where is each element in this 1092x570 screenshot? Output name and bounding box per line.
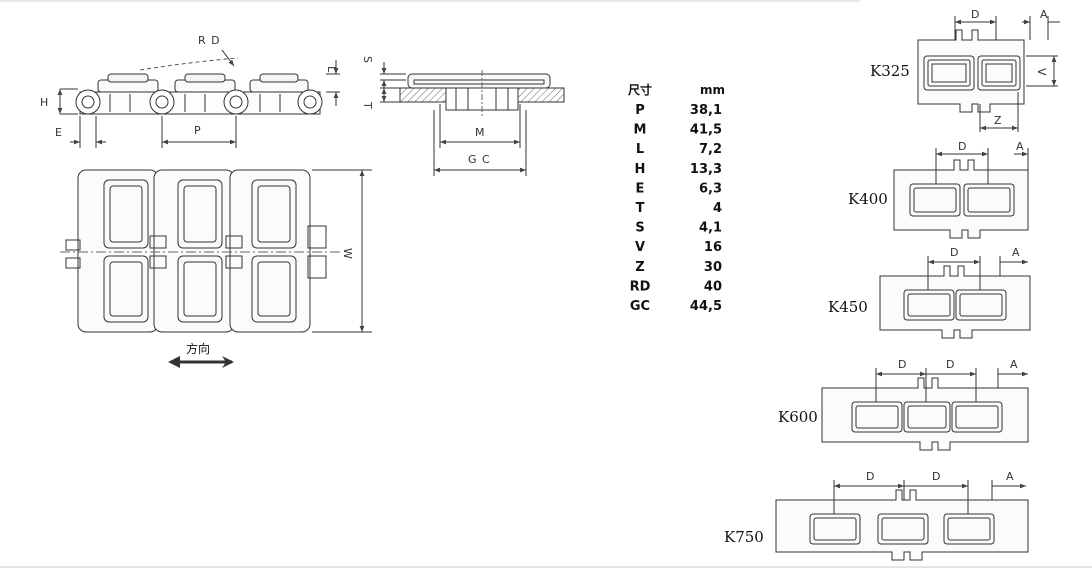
spec-param: L <box>636 142 644 157</box>
spec-param: H <box>635 162 646 177</box>
spec-value: 41,5 <box>690 123 722 138</box>
spec-param: RD <box>630 279 651 294</box>
variant-k325-drawing <box>917 16 1060 132</box>
chain-top-view <box>60 169 372 333</box>
dim-label-t: T <box>361 101 374 110</box>
spec-value: 44,5 <box>690 299 722 314</box>
dim-label-d: D <box>932 470 941 483</box>
dim-label-p: P <box>194 124 202 137</box>
dim-label-d: D <box>971 8 980 21</box>
spec-table: 尺寸 mm P 38,1M 41,5L 7,2H 13,3E 6,3T 4S 4,1V 16Z 3… <box>628 82 725 314</box>
rd-leader <box>221 49 235 67</box>
dim-label-rd: R D <box>198 34 221 47</box>
variant-k600-drawing <box>821 368 1029 451</box>
table-header-param: 尺寸 <box>628 82 652 97</box>
spec-value: 4,1 <box>699 221 722 236</box>
dim-label-w: W <box>341 248 354 260</box>
spec-param: GC <box>630 299 650 314</box>
top-border <box>0 0 860 2</box>
dim-label-d: D <box>958 140 967 153</box>
dim-label-a: A <box>1012 246 1021 259</box>
dim-label-z: Z <box>994 114 1003 127</box>
dim-label-l: L <box>325 66 338 73</box>
spec-param: Z <box>635 260 644 275</box>
dim-label-v: V <box>1035 68 1048 77</box>
variant-k450-label: K450 <box>828 298 868 316</box>
dim-label-a: A <box>1010 358 1019 371</box>
spec-value: 38,1 <box>690 103 722 118</box>
spec-value: 4 <box>713 201 722 216</box>
spec-param: V <box>635 240 645 255</box>
spec-value: 13,3 <box>690 162 722 177</box>
dim-label-d: D <box>950 246 959 259</box>
spec-value: 30 <box>704 260 722 275</box>
dim-label-s: S <box>361 56 374 64</box>
direction-label: 方向 <box>186 341 210 356</box>
variant-k750-label: K750 <box>724 528 764 546</box>
dim-label-d: D <box>866 470 875 483</box>
spec-param: P <box>635 103 645 118</box>
spec-param: T <box>636 201 645 216</box>
dim-label-h: H <box>40 96 49 109</box>
spec-param: E <box>636 181 645 196</box>
variant-k400-drawing <box>893 148 1029 239</box>
chain-section-view <box>380 62 565 176</box>
dim-label-m: M <box>475 126 486 139</box>
dim-label-d: D <box>898 358 907 371</box>
spec-value: 7,2 <box>699 142 722 157</box>
dim-label-a: A <box>1016 140 1025 153</box>
spec-param: S <box>635 221 644 236</box>
table-header-unit: mm <box>700 83 725 97</box>
variant-k325-label: K325 <box>870 62 910 80</box>
spec-value: 16 <box>704 240 722 255</box>
dim-label-d: D <box>946 358 955 371</box>
variant-k400-label: K400 <box>848 190 888 208</box>
dim-label-gc: G C <box>468 153 491 166</box>
variant-k600-label: K600 <box>778 408 818 426</box>
dim-label-a: A <box>1040 8 1049 21</box>
variant-k450-drawing <box>879 256 1031 339</box>
bottom-border <box>0 566 1092 568</box>
spec-value: 40 <box>704 279 722 294</box>
dim-label-e: E <box>55 126 63 139</box>
direction-arrow-icon <box>168 356 234 368</box>
variant-k750-drawing <box>775 480 1029 561</box>
dim-label-a: A <box>1006 470 1015 483</box>
chain-side-view <box>57 49 340 148</box>
rd-arc <box>139 57 239 71</box>
spec-value: 6,3 <box>699 181 722 196</box>
spec-param: M <box>634 123 647 138</box>
